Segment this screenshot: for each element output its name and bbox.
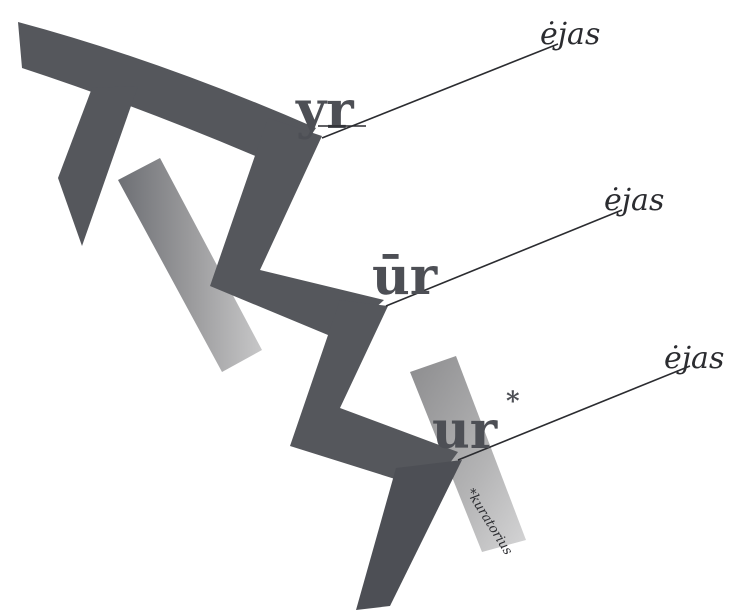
dark-brush-stroke-bottom: [356, 460, 462, 610]
word-ur-long: ūr: [372, 246, 438, 307]
word-yr: yr: [295, 80, 354, 141]
branch-label-middle: ėjas: [604, 183, 664, 218]
branch-label-top: ėjas: [540, 17, 600, 52]
asterisk-mark: *: [506, 387, 520, 417]
branch-line-top: [322, 44, 558, 138]
branch-label-bottom: ėjas: [664, 341, 724, 376]
dark-brush-stroke-left-wedge: [58, 86, 138, 246]
word-ur: ur: [432, 400, 498, 461]
